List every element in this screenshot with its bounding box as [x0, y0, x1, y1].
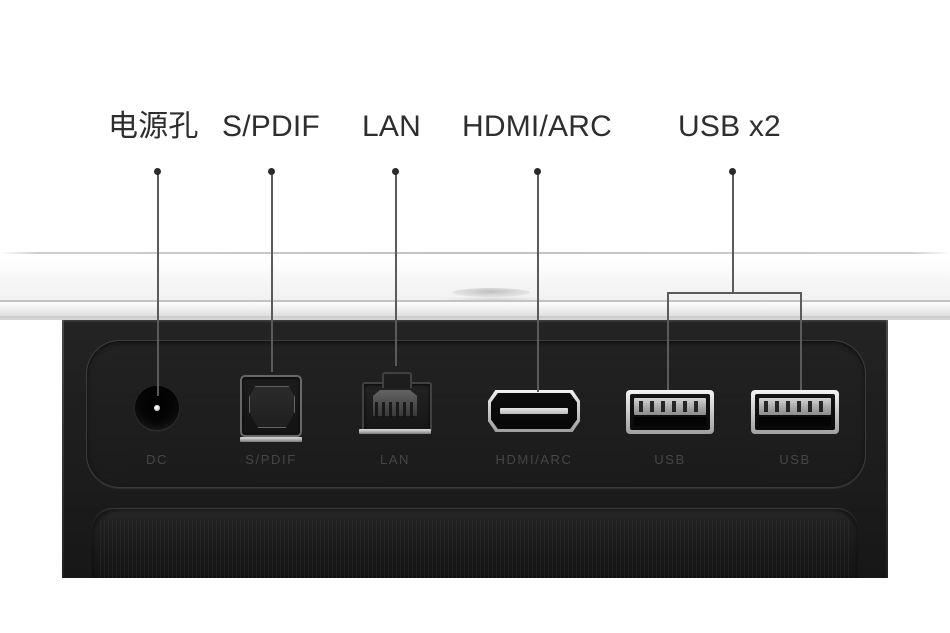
shell-lip — [0, 300, 950, 320]
shell-lip-line-lower — [0, 316, 950, 318]
port-usb-2 — [751, 390, 839, 434]
shell-lip-line — [0, 300, 950, 302]
leader-line-spdif — [271, 172, 273, 372]
rj45-metal-base — [359, 429, 431, 434]
port-caption-lan: LAN — [379, 452, 411, 467]
callout-label-spdif: S/PDIF — [222, 110, 320, 143]
leader-dot-usb — [729, 168, 736, 175]
callout-label-lan: LAN — [362, 110, 421, 143]
rj45-contact-fingers — [375, 402, 415, 418]
grille-texture — [100, 520, 850, 578]
port-spdif — [240, 375, 302, 442]
usb-contacts-1 — [639, 401, 701, 412]
usb-a-connector-2 — [751, 390, 839, 434]
leader-line-power — [157, 172, 159, 396]
port-lan — [359, 372, 432, 434]
panel-right-edge — [886, 320, 888, 578]
leader-line-hdmi — [537, 172, 539, 392]
callout-label-hdmi-arc: HDMI/ARC — [462, 110, 612, 143]
usb-bracket-leg-right — [800, 292, 802, 390]
usb-contacts-2 — [764, 401, 826, 412]
port-caption-hdmi: HDMI/ARC — [495, 452, 573, 467]
io-panel-top-sheen — [62, 320, 888, 323]
shell-top-edge — [0, 252, 950, 254]
port-caption-dc: DC — [146, 452, 168, 467]
dc-center-pin — [154, 405, 160, 411]
callout-label-power: 电源孔 — [108, 110, 199, 143]
usb-slot-2 — [759, 417, 831, 426]
usb-bracket-bar — [667, 292, 801, 294]
speaker-grille-band — [92, 508, 858, 578]
leader-line-lan — [395, 172, 397, 366]
port-caption-usb-2: USB — [779, 452, 811, 467]
usb-slot-1 — [634, 417, 706, 426]
shell-highlight — [0, 254, 950, 276]
port-usb-1 — [626, 390, 714, 434]
hdmi-tongue — [500, 408, 568, 414]
leader-dot-spdif — [268, 168, 275, 175]
spdif-optical-shutter — [249, 386, 295, 428]
io-recess-bezel — [86, 340, 866, 488]
port-caption-usb-1: USB — [654, 452, 686, 467]
hdmi-connector — [488, 390, 580, 432]
port-caption-spdif: S/PDIF — [245, 452, 297, 467]
leader-dot-lan — [392, 168, 399, 175]
leader-dot-power — [154, 168, 161, 175]
leader-dot-hdmi — [534, 168, 541, 175]
grille-top-line — [92, 508, 858, 529]
usb-bracket-stem — [732, 172, 734, 292]
usb-bracket-leg-left — [667, 292, 669, 390]
port-hdmi — [488, 390, 580, 432]
ir-sensor — [452, 288, 530, 297]
rj45-jack — [359, 372, 432, 434]
spdif-optical-housing — [240, 375, 302, 442]
usb-a-connector-1 — [626, 390, 714, 434]
rj45-clip-notch — [382, 372, 412, 388]
panel-left-edge — [62, 320, 64, 578]
spdif-metal-base — [240, 437, 302, 442]
callout-label-usb: USB x2 — [678, 110, 781, 143]
